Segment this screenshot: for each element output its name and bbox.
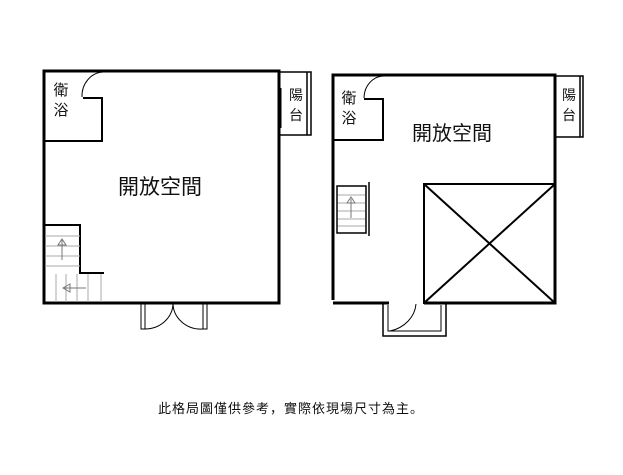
floor2-bathroom-label: 衛浴 [341, 89, 357, 127]
floor1-balcony [278, 71, 312, 136]
floor2-balcony [554, 75, 584, 138]
floor1-stairs [44, 224, 104, 302]
floor2-entrance-door [382, 303, 447, 337]
floor1-bathroom-wall [44, 97, 103, 142]
floor2-bathroom-wall [333, 98, 384, 141]
floor1-bathroom-label: 衛浴 [53, 81, 69, 119]
floor1-entrance-door [140, 302, 208, 330]
floor2-bathroom-door [363, 75, 385, 99]
floor1-open-space-label: 開放空間 [118, 175, 202, 199]
floor2-open-space-label: 開放空間 [412, 121, 492, 145]
floor1-outer-wall [42, 69, 281, 305]
floor1-balcony-label: 陽台 [289, 88, 303, 124]
disclaimer-caption: 此格局圖僅供參考，實際依現場尺寸為主。 [158, 402, 425, 417]
floor1-plan [42, 69, 312, 330]
floor1-bathroom-door [81, 71, 104, 98]
floor2-balcony-label: 陽台 [562, 88, 576, 124]
floor2-plan [331, 73, 584, 337]
floor2-stairs [336, 182, 370, 236]
floor2-void [423, 183, 556, 304]
